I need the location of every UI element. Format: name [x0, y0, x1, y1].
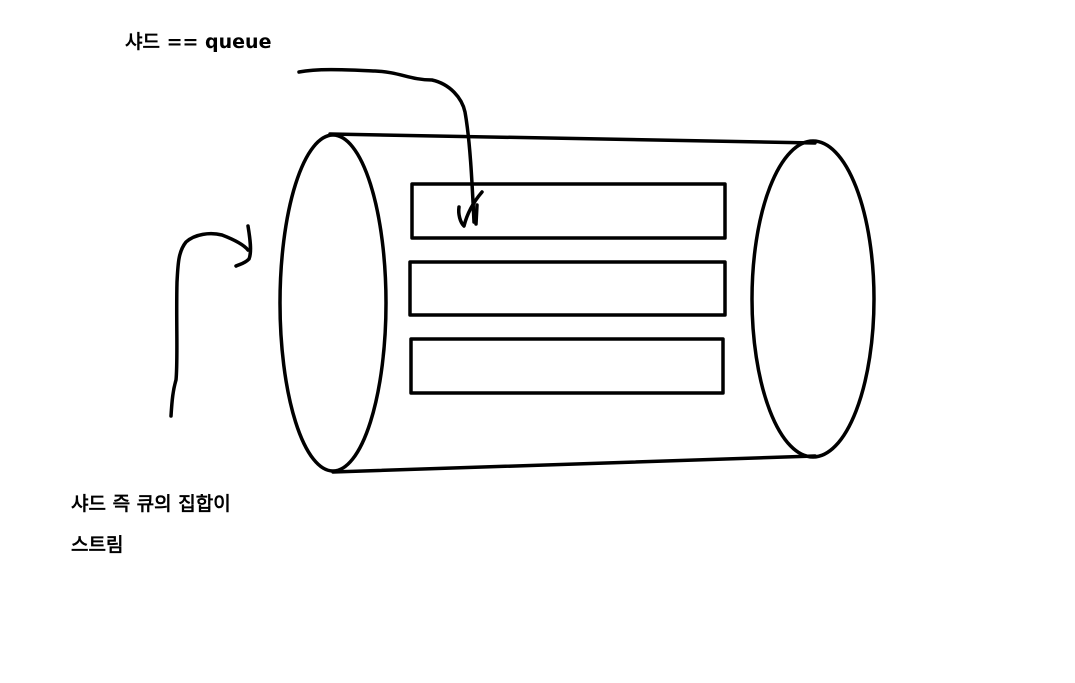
shard-queue-3 [409, 337, 725, 395]
cylinder-top-edge [328, 132, 817, 145]
shard-label-arrow [297, 67, 484, 228]
shard-queues [408, 182, 727, 395]
caption-shard-set-label: 샤드 즉 큐의 집합이 [71, 493, 231, 515]
caption-stream-label: 스트림 [71, 534, 124, 556]
stream-cylinder [278, 132, 876, 474]
stream-arrowhead [234, 224, 253, 268]
cylinder-right-end [750, 139, 876, 459]
cylinder-left-end [278, 133, 388, 473]
shard-equals-queue-label: 샤드 == queue [125, 31, 272, 53]
stream-arrow-line [169, 231, 250, 418]
shard-label-arrowhead [457, 190, 484, 228]
shard-queue-2 [408, 260, 727, 317]
cylinder-bottom-edge [331, 454, 817, 474]
stream-arrow [169, 224, 253, 418]
shard-label-arrowhead-tick [474, 203, 479, 226]
shard-label-arrow-line [297, 67, 476, 224]
shard-queue-1 [410, 182, 727, 240]
